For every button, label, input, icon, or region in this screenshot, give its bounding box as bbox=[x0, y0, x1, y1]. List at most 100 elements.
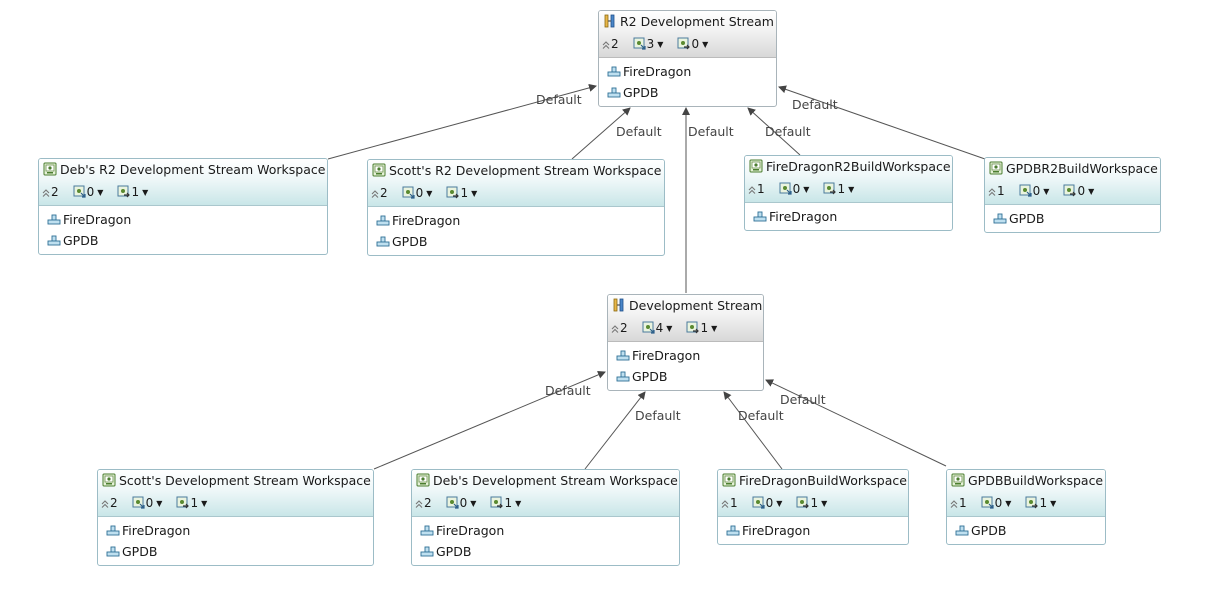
child-workspaces-dropdown[interactable]: 0▼ bbox=[73, 181, 104, 204]
component-item[interactable]: GPDB bbox=[39, 230, 327, 251]
component-item[interactable]: FireDragon bbox=[39, 209, 327, 230]
node-title: R2 Development Stream bbox=[620, 14, 774, 29]
child-workspaces-dropdown[interactable]: 0▼ bbox=[779, 178, 810, 201]
dropdown-caret-icon[interactable]: ▼ bbox=[515, 499, 522, 508]
dropdown-caret-icon[interactable]: ▼ bbox=[201, 499, 208, 508]
component-item[interactable]: GPDB bbox=[608, 366, 763, 387]
component-item[interactable]: GPDB bbox=[412, 541, 679, 562]
component-name: GPDB bbox=[436, 544, 472, 559]
baselines-dropdown[interactable]: 1▼ bbox=[1025, 492, 1056, 515]
hierarchy-level-icon bbox=[748, 182, 757, 196]
flow-label: Default bbox=[536, 92, 582, 107]
baselines-dropdown[interactable]: 1▼ bbox=[176, 492, 207, 515]
dropdown-caret-icon[interactable]: ▼ bbox=[470, 499, 477, 508]
component-name: FireDragon bbox=[632, 348, 701, 363]
baselines-dropdown[interactable]: 1▼ bbox=[686, 317, 717, 340]
dropdown-caret-icon[interactable]: ▼ bbox=[1088, 187, 1095, 196]
flow-arrow bbox=[723, 391, 783, 470]
component-name: FireDragon bbox=[742, 523, 811, 538]
child-workspaces-dropdown[interactable]: 4▼ bbox=[642, 317, 673, 340]
baselines-dropdown[interactable]: 0▼ bbox=[1063, 180, 1094, 203]
component-item[interactable]: FireDragon bbox=[368, 210, 664, 231]
baselines-dropdown[interactable]: 1▼ bbox=[823, 178, 854, 201]
baselines-dropdown[interactable]: 1▼ bbox=[446, 182, 477, 205]
component-item[interactable]: GPDB bbox=[599, 82, 776, 103]
dropdown-caret-icon[interactable]: ▼ bbox=[471, 189, 478, 198]
workspace-icon bbox=[43, 161, 57, 183]
dropdown-caret-icon[interactable]: ▼ bbox=[821, 499, 828, 508]
dropdown-caret-icon[interactable]: ▼ bbox=[666, 324, 673, 333]
baselines-dropdown[interactable]: 1▼ bbox=[796, 492, 827, 515]
node-title-row: FireDragonR2BuildWorkspace bbox=[745, 156, 952, 178]
component-item[interactable]: GPDB bbox=[368, 231, 664, 252]
baselines-dropdown[interactable]: 1▼ bbox=[490, 492, 521, 515]
component-item[interactable]: FireDragon bbox=[718, 520, 908, 541]
hierarchy-level-counter: 2 bbox=[415, 492, 432, 514]
dropdown-caret-icon[interactable]: ▼ bbox=[776, 499, 783, 508]
component-item[interactable]: FireDragon bbox=[599, 61, 776, 82]
dropdown-caret-icon[interactable]: ▼ bbox=[156, 499, 163, 508]
component-item[interactable]: GPDB bbox=[947, 520, 1105, 541]
hierarchy-level-icon bbox=[721, 496, 730, 510]
baselines-dropdown[interactable]: 1▼ bbox=[117, 181, 148, 204]
component-item[interactable]: FireDragon bbox=[745, 206, 952, 227]
child-workspaces-dropdown[interactable]: 0▼ bbox=[981, 492, 1012, 515]
dropdown-caret-icon[interactable]: ▼ bbox=[711, 324, 718, 333]
component-item[interactable]: GPDB bbox=[985, 208, 1160, 229]
child-workspaces-dropdown[interactable]: 0▼ bbox=[446, 492, 477, 515]
component-name: GPDB bbox=[623, 85, 659, 100]
component-icon bbox=[106, 523, 122, 538]
component-item[interactable]: FireDragon bbox=[98, 520, 373, 541]
baselines-icon bbox=[796, 496, 810, 510]
dropdown-caret-icon[interactable]: ▼ bbox=[1050, 499, 1057, 508]
child-workspaces-dropdown[interactable]: 0▼ bbox=[402, 182, 433, 205]
child-workspaces-icon bbox=[752, 496, 766, 510]
component-item[interactable]: FireDragon bbox=[608, 345, 763, 366]
dropdown-caret-icon[interactable]: ▼ bbox=[702, 40, 709, 49]
child-workspaces-dropdown[interactable]: 0▼ bbox=[132, 492, 163, 515]
flow-label: Default bbox=[635, 408, 681, 423]
dropdown-caret-icon[interactable]: ▼ bbox=[97, 188, 104, 197]
baselines-dropdown[interactable]: 0▼ bbox=[677, 33, 708, 56]
baselines-icon bbox=[1025, 496, 1039, 510]
dropdown-caret-icon[interactable]: ▼ bbox=[848, 185, 855, 194]
dropdown-caret-icon[interactable]: ▼ bbox=[657, 40, 664, 49]
component-name: GPDB bbox=[122, 544, 158, 559]
component-item[interactable]: FireDragon bbox=[412, 520, 679, 541]
baselines-icon bbox=[677, 37, 691, 51]
flow-label: Default bbox=[545, 383, 591, 398]
dropdown-caret-icon[interactable]: ▼ bbox=[1043, 187, 1050, 196]
node-title-row: Scott's R2 Development Stream Workspace bbox=[368, 160, 664, 182]
flow-arrow bbox=[747, 107, 801, 156]
flow-label: Default bbox=[738, 408, 784, 423]
child-workspaces-dropdown[interactable]: 3▼ bbox=[633, 33, 664, 56]
dropdown-caret-icon[interactable]: ▼ bbox=[426, 189, 433, 198]
child-workspaces-dropdown[interactable]: 0▼ bbox=[752, 492, 783, 515]
hierarchy-level-counter: 1 bbox=[721, 492, 738, 514]
hierarchy-level-counter: 2 bbox=[602, 33, 619, 55]
flow-arrow bbox=[327, 83, 597, 160]
component-item[interactable]: GPDB bbox=[98, 541, 373, 562]
dropdown-caret-icon[interactable]: ▼ bbox=[803, 185, 810, 194]
child-workspaces-dropdown[interactable]: 0▼ bbox=[1019, 180, 1050, 203]
dropdown-caret-icon[interactable]: ▼ bbox=[142, 188, 149, 197]
dropdown-caret-icon[interactable]: ▼ bbox=[1005, 499, 1012, 508]
